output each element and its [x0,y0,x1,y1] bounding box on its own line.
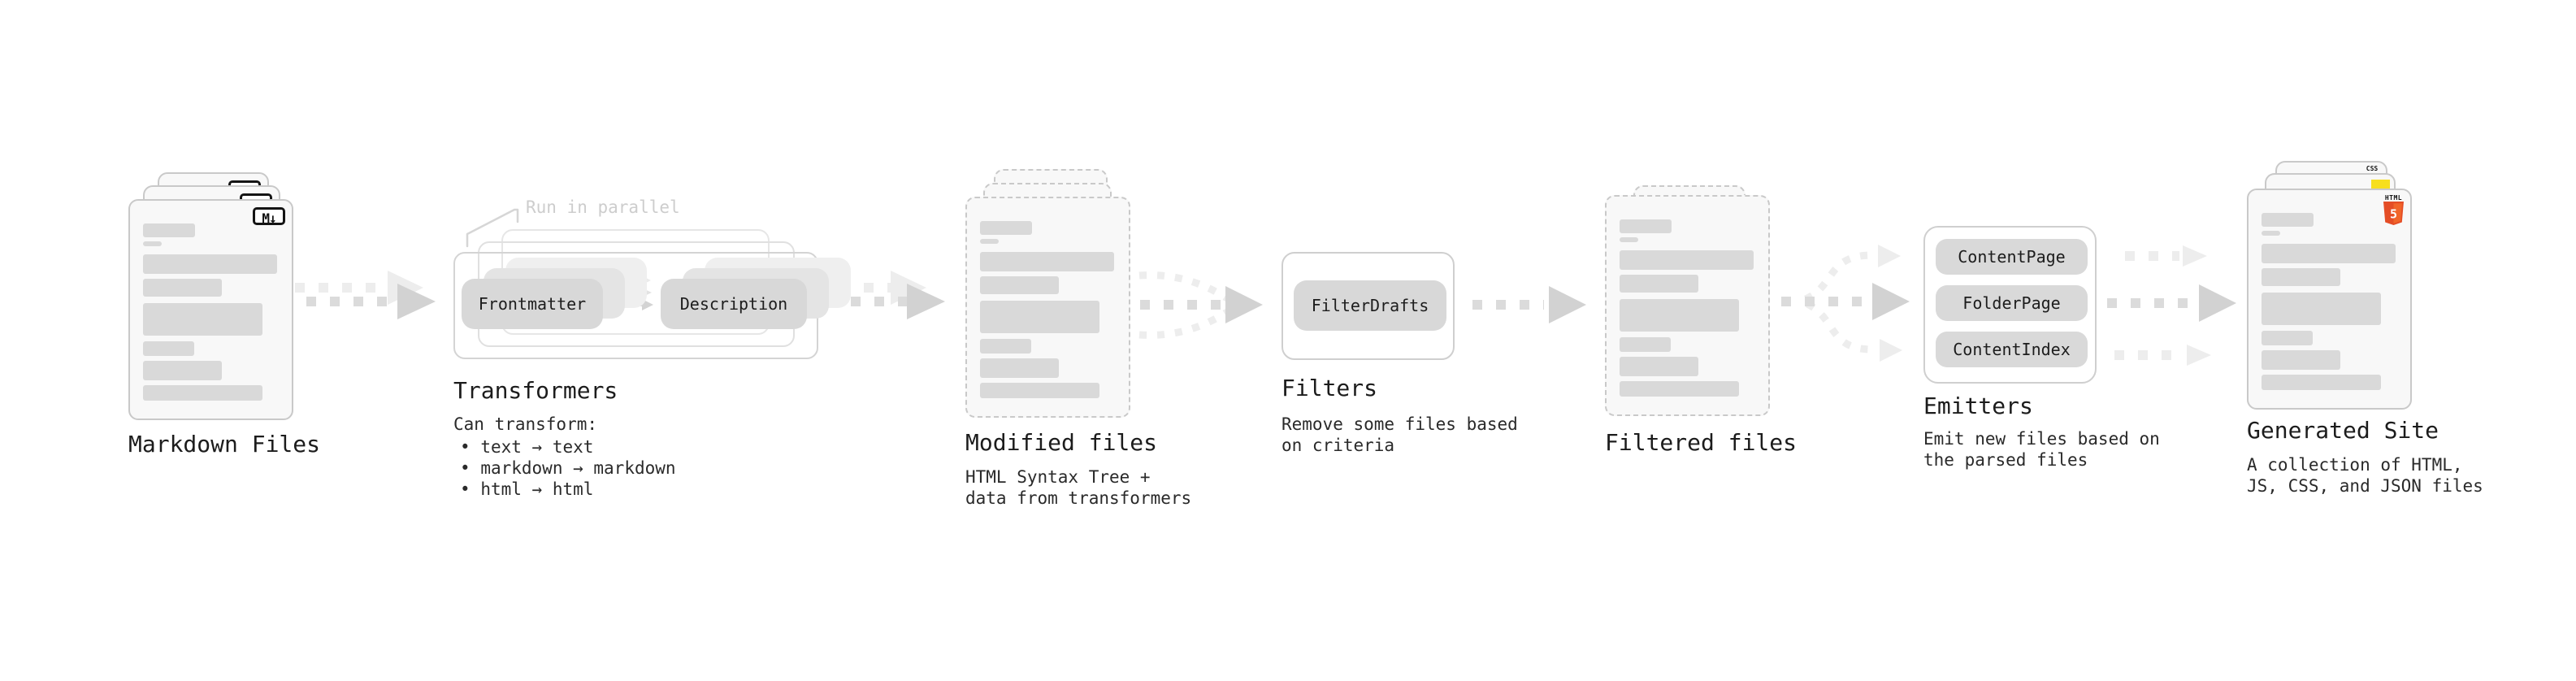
transformers-label: Transformers [453,377,618,404]
description-pill: Description [661,279,807,329]
filterdrafts-pill-label: FilterDrafts [1311,296,1429,315]
text-placeholder-bar [143,279,222,297]
text-placeholder-bar [1620,381,1739,397]
filtered-file-card-front [1605,195,1770,416]
arrow-filtered-to-emitters [1781,245,1910,362]
text-placeholder-bar [980,252,1114,271]
markdown-icon: M↓ [253,207,285,226]
bullet-glyph: • [460,458,471,478]
transformers-bullet-2: • markdown → markdown [460,458,676,478]
generated-site-body-2: JS, CSS, and JSON files [2247,476,2483,496]
text-placeholder-bar [143,254,277,274]
text-placeholder-bar [2262,213,2314,227]
bullet-glyph: • [460,479,471,499]
text-placeholder-bar [143,385,262,401]
modified-files-body-2: data from transformers [965,488,1192,508]
frontmatter-pill: Frontmatter [462,279,603,329]
emitter-folderpage: FolderPage [1936,285,2088,321]
text-placeholder-bar [1620,219,1672,233]
text-placeholder-bar [143,303,262,336]
arrow-modified-to-filters [1138,271,1263,339]
text-placeholder-bar [1620,250,1754,270]
text-placeholder-bar [143,361,222,380]
bullet-glyph: • [460,437,471,457]
text-placeholder-bar [980,239,999,244]
text-placeholder-bar [2262,331,2313,345]
emitters-label: Emitters [1923,393,2033,419]
text-placeholder-bar [980,301,1099,333]
transformers-bullet-1: • text → text [460,437,594,457]
modified-file-card-front [965,197,1130,418]
text-placeholder-bar [1620,275,1698,293]
emitters-panel: ContentPage FolderPage ContentIndex [1923,226,2097,384]
emitter-folderpage-label: FolderPage [1962,293,2061,313]
text-placeholder-bar [143,223,195,237]
filters-body-2: on criteria [1281,436,1395,455]
text-placeholder-bar [980,339,1031,354]
arrow-transformers-to-modified [817,271,945,319]
run-in-parallel-connector [466,208,519,248]
text-placeholder-bar [2262,231,2280,236]
description-pill-label: Description [679,294,788,314]
text-placeholder-bar [1620,337,1671,352]
text-placeholder-bar [980,221,1032,235]
frontmatter-pill-label: Frontmatter [478,294,587,314]
text-placeholder-bar [143,241,162,246]
modified-files-label: Modified files [965,429,1158,456]
html5-shield: 5 [2383,202,2404,225]
text-placeholder-bar [2262,293,2381,325]
emitter-contentindex: ContentIndex [1936,332,2088,367]
filters-label: Filters [1281,375,1378,401]
arrow-filters-to-filtered [1472,286,1586,323]
generated-html-card: HTML 5 [2247,189,2412,410]
transformers-body-title: Can transform: [453,414,598,434]
markdown-files-label: Markdown Files [128,431,321,458]
js-icon [2371,180,2390,190]
markdown-file-card-front: M↓ [128,199,293,420]
text-placeholder-bar [143,341,194,356]
text-placeholder-bar [980,358,1059,378]
transformers-bullet-3: • html → html [460,479,594,499]
text-placeholder-bar [980,383,1099,398]
emitters-body-1: Emit new files based on [1923,429,2160,449]
generated-site-label: Generated Site [2247,417,2439,444]
run-in-parallel-annotation: Run in parallel [526,197,680,217]
filters-body-1: Remove some files based [1281,414,1518,434]
emitter-contentpage: ContentPage [1936,239,2088,275]
modified-files-body-1: HTML Syntax Tree + [965,467,1151,487]
filterdrafts-pill: FilterDrafts [1294,280,1446,331]
text-placeholder-bar [2262,350,2340,370]
arrow-markdown-to-transformers [295,271,436,319]
html5-icon: HTML 5 [2383,194,2405,228]
filters-panel: FilterDrafts [1281,252,1455,360]
text-placeholder-bar [1620,357,1698,376]
emitter-contentpage-label: ContentPage [1958,247,2066,267]
emitter-contentindex-label: ContentIndex [1953,340,2071,359]
generated-site-body-1: A collection of HTML, [2247,455,2463,475]
text-placeholder-bar [2262,268,2340,286]
text-placeholder-bar [980,276,1059,294]
text-placeholder-bar [2262,375,2381,390]
text-placeholder-bar [1620,299,1739,332]
filtered-files-label: Filtered files [1605,429,1798,456]
text-placeholder-bar [2262,244,2396,263]
svg-text:5: 5 [2390,207,2397,222]
text-placeholder-bar [1620,237,1638,242]
emitters-body-2: the parsed files [1923,450,2088,470]
arrow-emitters-to-generated [2107,245,2236,366]
